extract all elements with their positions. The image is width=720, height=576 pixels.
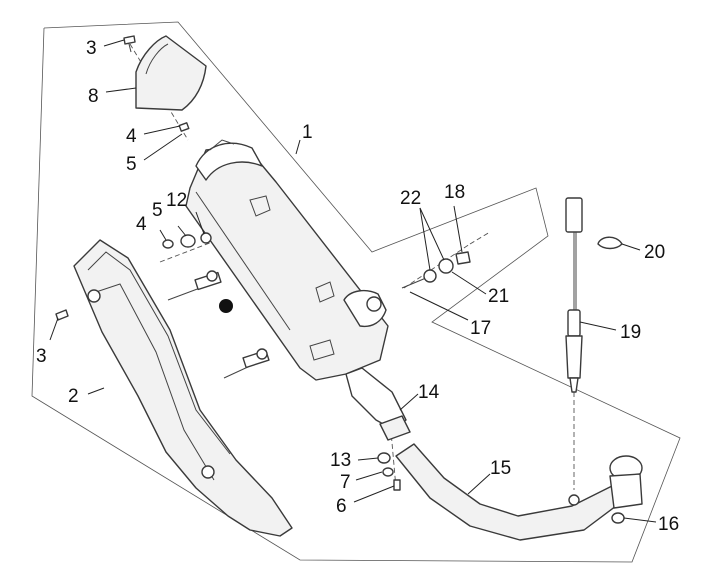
silencer-outlet [345, 367, 411, 441]
silencer-body [185, 139, 389, 381]
callout-20: 20 [644, 242, 665, 263]
leader-lines [49, 39, 657, 523]
upper-mount-bolt [167, 270, 222, 301]
top-screw [123, 35, 136, 53]
callout-12: 12 [166, 190, 187, 211]
callout-3-shield: 3 [36, 346, 47, 367]
callout-2: 2 [68, 386, 79, 407]
callout-7: 7 [340, 472, 351, 493]
callout-5-side: 5 [152, 200, 163, 221]
heat-shield-screw [55, 309, 69, 321]
callout-6: 6 [336, 496, 347, 517]
callout-4-top: 4 [126, 126, 137, 147]
callout-17: 17 [470, 318, 491, 339]
reference-dot [219, 299, 233, 313]
cable-clip [597, 236, 623, 250]
sensor-fittings [401, 251, 471, 289]
lambda-sensor [565, 197, 583, 393]
callout-21: 21 [488, 286, 509, 307]
callout-5-top: 5 [126, 154, 137, 175]
exhaust-pipe [395, 443, 643, 541]
flange-nut [611, 512, 625, 524]
left-gasket-stack [162, 232, 212, 249]
callout-22: 22 [400, 188, 421, 209]
callout-15: 15 [490, 458, 511, 479]
heat-shield [73, 239, 293, 537]
callout-4-side: 4 [136, 214, 147, 235]
callout-8: 8 [88, 86, 99, 107]
group-boundary [31, 21, 681, 563]
callout-3-top: 3 [86, 38, 97, 59]
lower-mount-bolt [223, 348, 270, 379]
callout-18: 18 [444, 182, 465, 203]
end-cap-cover [135, 35, 207, 111]
callout-13: 13 [330, 450, 351, 471]
callout-14: 14 [418, 382, 440, 403]
top-washer [178, 122, 190, 132]
callout-labels: 1 2 3 3 4 4 5 5 6 7 8 12 13 14 15 16 17 … [36, 38, 679, 535]
bottom-fasteners [377, 452, 401, 491]
callout-19: 19 [620, 322, 641, 343]
callout-1: 1 [302, 122, 313, 143]
callout-16: 16 [658, 514, 679, 535]
